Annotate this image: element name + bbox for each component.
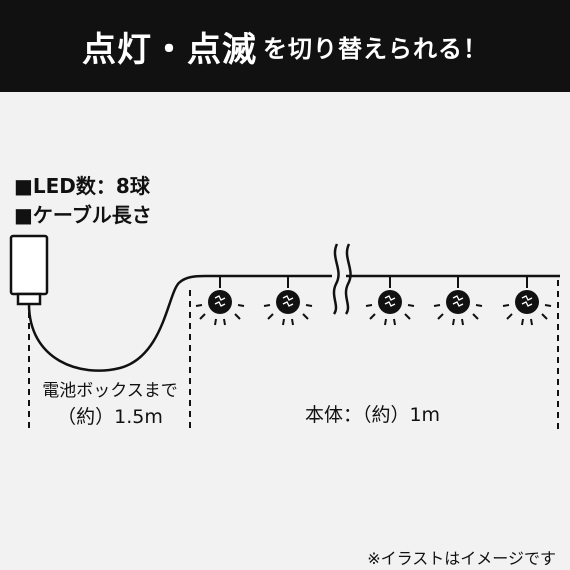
break-mark-icon <box>332 243 352 315</box>
battery-length-label-1: 電池ボックスまで <box>42 381 178 401</box>
battery-box-icon <box>9 234 49 306</box>
header-banner: 点灯・点滅 を切り替えられる！ <box>0 0 570 92</box>
illustration-note: ※イラストはイメージです <box>367 549 556 568</box>
header-title-main: 点灯・点滅 <box>82 29 257 70</box>
spec-cable-length: ■ケーブル長さ <box>14 203 152 227</box>
bulb-icon <box>502 276 552 326</box>
spec-led-count: ■LED数：8球 <box>14 174 150 198</box>
bulb-icon <box>433 276 483 326</box>
header-title-sub: を切り替えられる！ <box>263 34 488 63</box>
bulb-icon <box>263 276 313 326</box>
bulb-icon <box>365 276 415 326</box>
lead-cable <box>27 274 332 372</box>
battery-length-label-2: （約）1.5m <box>57 406 163 428</box>
bulb-icon <box>195 276 245 326</box>
body-length-label: 本体：（約）1m <box>304 404 441 426</box>
